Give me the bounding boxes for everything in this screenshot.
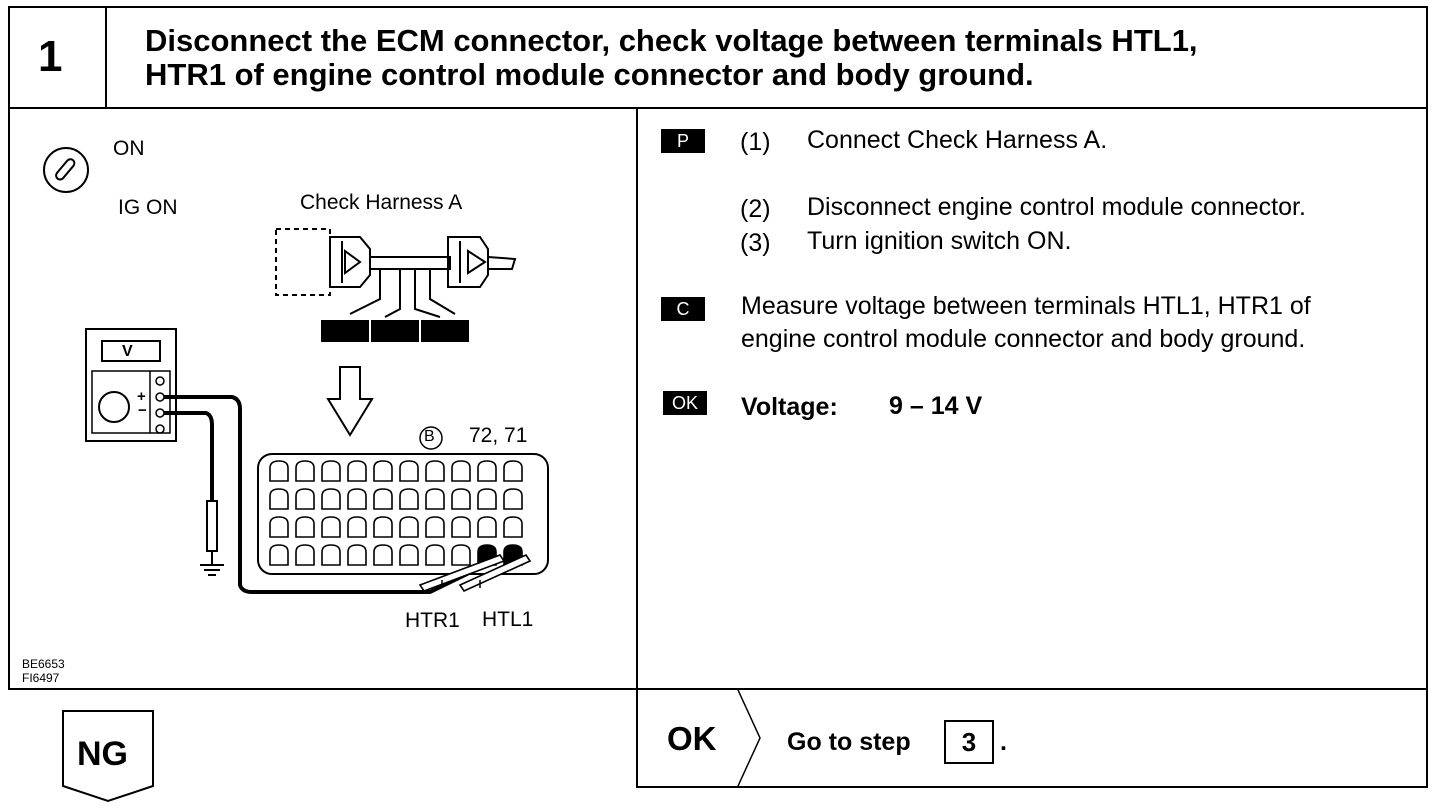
connector-pin: [269, 544, 289, 566]
ecm-connector-b: [257, 426, 549, 575]
ignition-switch-icon: [43, 147, 89, 193]
preparation-badge: P: [661, 129, 705, 153]
connector-pin: [269, 488, 289, 510]
connector-pin: [373, 460, 393, 482]
step-3-number: (3): [740, 229, 771, 257]
connector-pin: [321, 460, 341, 482]
step-1-number: (1): [740, 128, 771, 156]
step-number-divider: [105, 6, 107, 109]
connector-pins-label: 72, 71: [469, 424, 528, 447]
connector-pin: [425, 544, 445, 566]
connector-pin: [295, 460, 315, 482]
connector-pin: [295, 516, 315, 538]
step-3-text: Turn ignition switch ON.: [807, 227, 1072, 255]
check-text-line-1: Measure voltage between terminals HTL1, …: [741, 292, 1311, 320]
connector-pin: [477, 516, 497, 538]
connector-pin: [451, 516, 471, 538]
connector-pin: [425, 460, 445, 482]
check-badge: C: [661, 297, 705, 321]
connector-pin: [347, 544, 367, 566]
ok-result-label: OK: [667, 720, 717, 757]
ok-badge: OK: [663, 391, 707, 415]
check-text-line-2: engine control module connector and body…: [741, 325, 1306, 353]
step-2-number: (2): [740, 195, 771, 223]
ground-icon: [200, 564, 224, 576]
connector-pin: [399, 460, 419, 482]
step-title-line-2: HTR1 of engine control module connector …: [145, 57, 1034, 92]
meter-minus: −: [138, 402, 147, 419]
connector-pin: [269, 516, 289, 538]
connector-pin: [503, 460, 523, 482]
connector-pin: [295, 544, 315, 566]
connector-pin: [399, 488, 419, 510]
connector-pin: [347, 488, 367, 510]
connector-pin: [425, 516, 445, 538]
terminal-htl1-label: HTL1: [482, 608, 534, 631]
connector-pin: [347, 516, 367, 538]
connector-pin: [399, 516, 419, 538]
connector-pin: [451, 460, 471, 482]
connector-pin: [269, 460, 289, 482]
voltmeter-icon: [85, 328, 177, 442]
figure-code-1: BE6653: [22, 657, 65, 671]
wiring-diagram: [43, 147, 549, 594]
check-harness-label: Check Harness A: [300, 191, 463, 214]
ok-result-box: [636, 688, 1428, 788]
go-to-period: .: [1000, 728, 1007, 756]
ground-probe: [206, 500, 218, 552]
connector-pin: [503, 516, 523, 538]
go-to-step-box[interactable]: 3: [944, 720, 994, 764]
meter-plus: +: [137, 388, 146, 405]
switch-ig-on-label: IG ON: [118, 196, 178, 219]
connector-pin: [373, 488, 393, 510]
spec-label: Voltage:: [741, 393, 838, 421]
connector-pin: [321, 516, 341, 538]
connector-pin: [295, 488, 315, 510]
terminal-htr1-label: HTR1: [405, 609, 460, 632]
connector-pin: [477, 460, 497, 482]
connector-pin: [399, 544, 419, 566]
go-to-text: Go to step: [787, 728, 911, 756]
connector-pin: [503, 488, 523, 510]
spec-value: 9 – 14 V: [889, 392, 983, 420]
ng-arrow-box: [62, 710, 154, 803]
step-title-line-1: Disconnect the ECM connector, check volt…: [145, 23, 1198, 58]
connector-pin: [373, 516, 393, 538]
connector-pin: [321, 544, 341, 566]
connector-pin: [373, 544, 393, 566]
connector-pin: [451, 488, 471, 510]
voltmeter-display-label: V: [122, 343, 133, 360]
figure-code-2: FI6497: [22, 671, 60, 685]
connector-pin: [425, 488, 445, 510]
check-harness-icon: [321, 236, 517, 342]
ng-label: NG: [77, 735, 128, 773]
test-lead-positive: [164, 395, 503, 594]
probe-htl1: [458, 553, 532, 593]
probe-htr1: [418, 554, 506, 592]
ok-chevron: [737, 690, 761, 786]
connector-id-label: B: [424, 428, 435, 445]
step-1-text: Connect Check Harness A.: [807, 126, 1108, 154]
down-arrow-icon: [326, 366, 374, 437]
connector-pin: [477, 488, 497, 510]
go-to-step-number: 3: [961, 727, 977, 757]
step-number: 1: [38, 32, 63, 81]
connector-pin: [347, 460, 367, 482]
ecm-outline: [275, 228, 331, 296]
connector-pin: [451, 544, 471, 566]
switch-on-label: ON: [113, 137, 145, 160]
step-2-text: Disconnect engine control module connect…: [807, 193, 1306, 221]
connector-pin: [321, 488, 341, 510]
test-lead-negative: [164, 411, 214, 501]
